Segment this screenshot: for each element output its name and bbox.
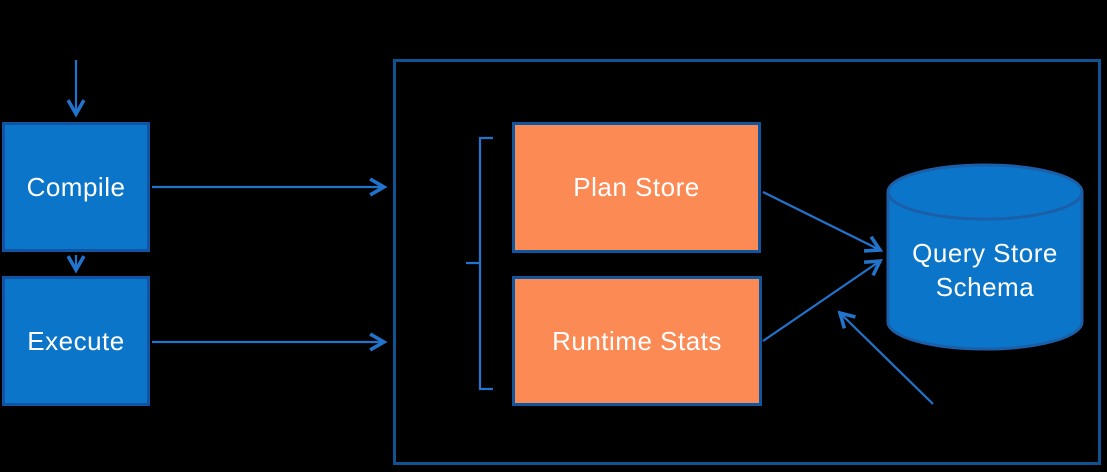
execute-box: Execute (2, 276, 150, 406)
compile-label: Compile (26, 171, 126, 202)
runtime-stats-label: Runtime Stats (552, 325, 722, 356)
plan-store-box: Plan Store (512, 122, 761, 253)
runtime-stats-box: Runtime Stats (512, 276, 762, 406)
grouping-bracket-icon (466, 136, 493, 391)
query-store-schema-label: Query Store Schema (912, 238, 1058, 302)
arrow-runtime-stats-to-schema (762, 258, 883, 342)
query-store-container (393, 59, 1101, 465)
arrow-external-to-schema (837, 310, 934, 405)
arrow-plan-store-to-schema (762, 191, 884, 253)
database-cylinder-icon (886, 163, 1084, 351)
plan-store-label: Plan Store (573, 172, 700, 202)
compile-box: Compile (2, 122, 150, 252)
execute-label: Execute (27, 325, 125, 356)
